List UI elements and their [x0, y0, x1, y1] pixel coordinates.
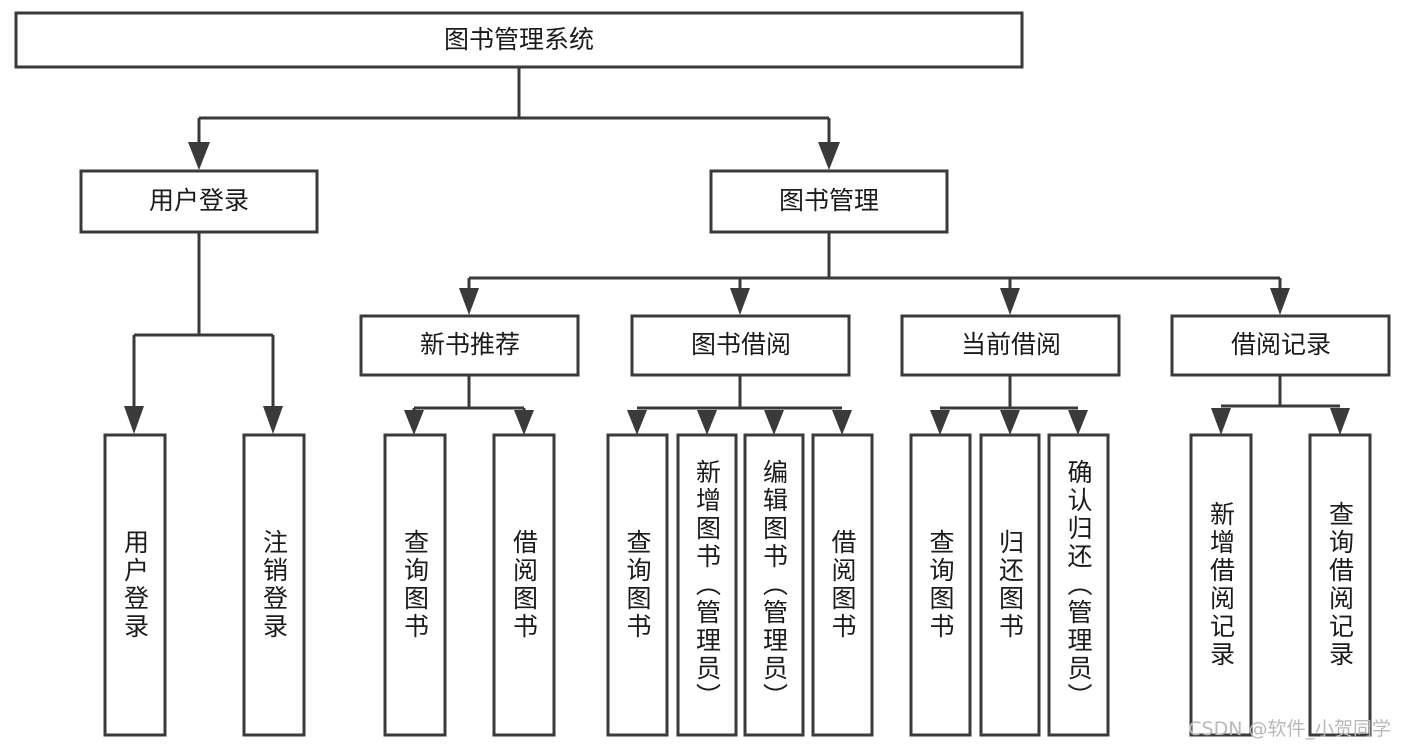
arrow-new-book-leaf-2 — [514, 410, 534, 435]
arrow-borrow-record-leaf-2 — [1330, 408, 1350, 435]
connector-group-borrow-record — [1211, 376, 1350, 435]
arrow-book-borrow-leaf-3 — [764, 410, 784, 435]
connector-group-new-book-recommend — [404, 376, 534, 435]
connector-group-book-manage — [459, 233, 1290, 315]
leaf-box-book-borrow-1[interactable] — [606, 433, 669, 737]
connector-group-user-login — [124, 233, 283, 434]
node-borrow-record-label: 借阅记录 — [1231, 330, 1331, 359]
arrow-borrow-record-leaf-1 — [1211, 408, 1231, 435]
leaf-box-user-login-1[interactable] — [103, 433, 167, 737]
connector-group-root — [188, 68, 840, 170]
leaf-box-borrow-record-1[interactable] — [1189, 433, 1253, 737]
arrow-new-book-leaf-1 — [404, 410, 424, 435]
node-new-book-recommend-label: 新书推荐 — [420, 330, 520, 359]
leaf-box-current-borrow-1[interactable] — [909, 433, 972, 737]
arrow-book-borrow-leaf-2 — [697, 410, 717, 435]
node-new-book-recommend-box[interactable] — [359, 314, 580, 377]
node-book-manage-box[interactable] — [709, 169, 949, 234]
leaf-box-current-borrow-2[interactable] — [979, 433, 1041, 737]
node-current-borrow-box[interactable] — [900, 314, 1121, 377]
arrow-book-borrow-leaf-1 — [627, 410, 647, 435]
leaf-box-current-borrow-3[interactable] — [1047, 433, 1110, 737]
node-root-box[interactable] — [14, 11, 1024, 69]
arrow-book-manage-to-borrow-record — [1270, 288, 1290, 315]
arrow-root-to-book-manage — [818, 142, 840, 170]
arrow-current-borrow-leaf-1 — [930, 410, 950, 435]
node-book-manage-label: 图书管理 — [779, 186, 879, 215]
node-root-label: 图书管理系统 — [444, 25, 594, 54]
arrow-current-borrow-leaf-3 — [1068, 410, 1088, 435]
node-user-login-label: 用户登录 — [149, 186, 249, 215]
leaf-box-book-borrow-4[interactable] — [811, 433, 874, 737]
connector-group-book-borrow — [627, 376, 852, 435]
leaf-box-book-borrow-3[interactable] — [743, 433, 805, 737]
node-borrow-record-box[interactable] — [1170, 314, 1391, 377]
arrow-book-manage-to-book-borrow — [730, 288, 750, 315]
arrow-user-login-leaf-2 — [263, 406, 283, 434]
node-current-borrow-label: 当前借阅 — [961, 330, 1061, 359]
node-book-borrow-label: 图书借阅 — [691, 330, 791, 359]
arrow-book-borrow-leaf-4 — [832, 410, 852, 435]
arrow-book-manage-to-current-borrow — [1000, 288, 1020, 315]
node-user-login-box[interactable] — [79, 169, 319, 234]
arrow-user-login-leaf-1 — [124, 406, 144, 434]
leaf-box-book-borrow-2[interactable] — [676, 433, 738, 737]
leaf-box-new-book-2[interactable] — [492, 433, 556, 737]
connector-group-current-borrow — [930, 376, 1088, 435]
leaf-box-new-book-1[interactable] — [383, 433, 447, 737]
node-book-borrow-box[interactable] — [630, 314, 851, 377]
arrow-book-manage-to-new-book — [459, 288, 479, 315]
leaf-box-user-login-2[interactable] — [242, 433, 306, 737]
leaf-box-borrow-record-2[interactable] — [1308, 433, 1372, 737]
arrow-current-borrow-leaf-2 — [1000, 410, 1020, 435]
arrow-root-to-user-login — [188, 142, 210, 170]
